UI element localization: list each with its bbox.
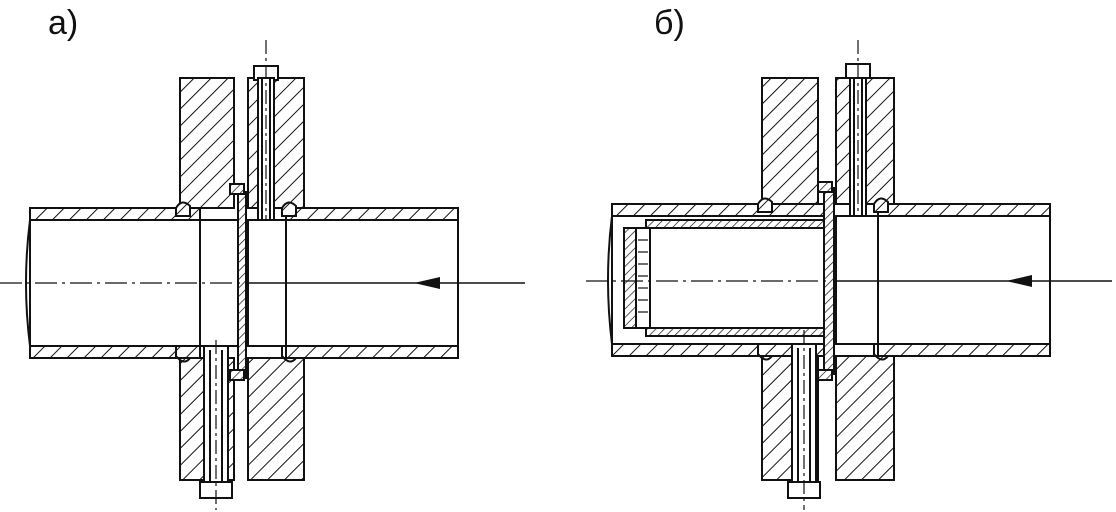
right-pipe-b [873,197,1051,361]
bolt-upper-a [253,40,279,230]
bolt-upper-b [845,40,871,228]
bolt-lower-a [199,340,233,510]
left-flange-upper-a [179,77,235,209]
right-pipe-a [281,201,459,363]
panel-b-label: б) [654,4,685,42]
panel-a: а) [0,4,525,510]
outer-left-pipe-b [607,203,831,357]
panel-a-label: а) [48,4,78,42]
right-flange-upper-a [247,77,305,209]
left-pipe-a [25,207,201,359]
insert-tube-b [623,219,837,337]
right-flange-lower-b [835,355,895,481]
bolt-lower-b [787,330,821,510]
orifice-plate-a [237,191,247,379]
right-flange-lower-a [247,357,305,481]
panel-b: б) [586,4,1112,510]
left-flange-upper-b [761,77,819,205]
